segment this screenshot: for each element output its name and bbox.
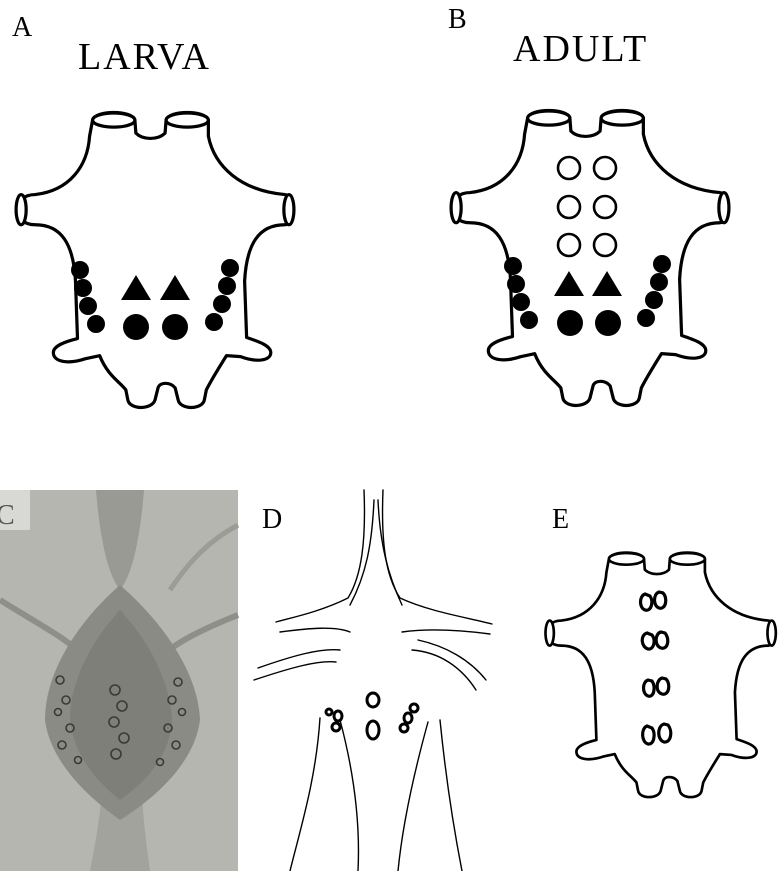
- adult-median-cell-right: [595, 310, 621, 336]
- panel-e-ganglion-outline: [546, 553, 776, 798]
- panel-d-cell-clusters: [326, 693, 418, 739]
- panel-a-larva-ganglion: [16, 113, 294, 408]
- adult-median-cell-left: [557, 310, 583, 336]
- panel-b-adult-ganglion: [451, 111, 729, 406]
- larva-median-cell-left: [123, 314, 149, 340]
- panel-c-letter: C: [0, 500, 15, 531]
- larva-ganglion-outline: [16, 113, 294, 408]
- panel-e-ganglion: [546, 553, 776, 798]
- larva-median-cell-right: [162, 314, 188, 340]
- panel-c-micrograph: C: [0, 490, 238, 871]
- panel-d-drawing: [254, 490, 492, 871]
- adult-ganglion-outline: [451, 111, 729, 406]
